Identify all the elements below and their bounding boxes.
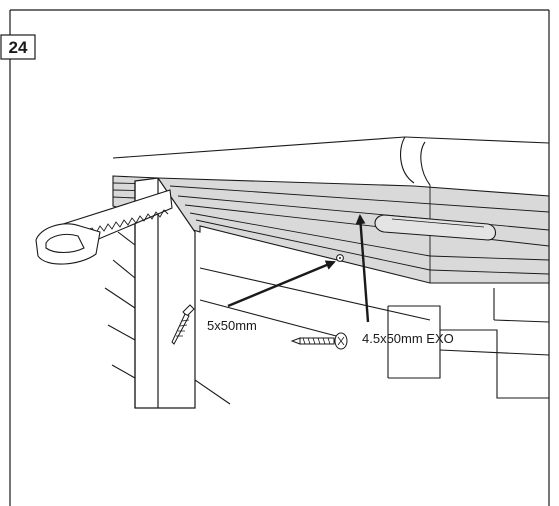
label-screw-large: 4.5x50mm EXO <box>362 331 454 346</box>
handle-slot <box>374 214 497 241</box>
saw-icon <box>35 189 173 265</box>
screw-small-icon <box>171 304 195 345</box>
arrow-to-hole <box>227 260 336 308</box>
step-badge: 24 <box>0 34 36 60</box>
screw-hole-icon <box>336 254 344 262</box>
background-slats <box>104 231 136 379</box>
lower-frame <box>194 267 550 405</box>
step-number: 24 <box>9 38 28 57</box>
arrows <box>227 214 370 323</box>
screw-large-icon <box>290 332 348 350</box>
label-screw-small: 5x50mm <box>207 318 257 333</box>
arrow-to-panel <box>355 214 370 323</box>
top-board <box>112 136 550 186</box>
